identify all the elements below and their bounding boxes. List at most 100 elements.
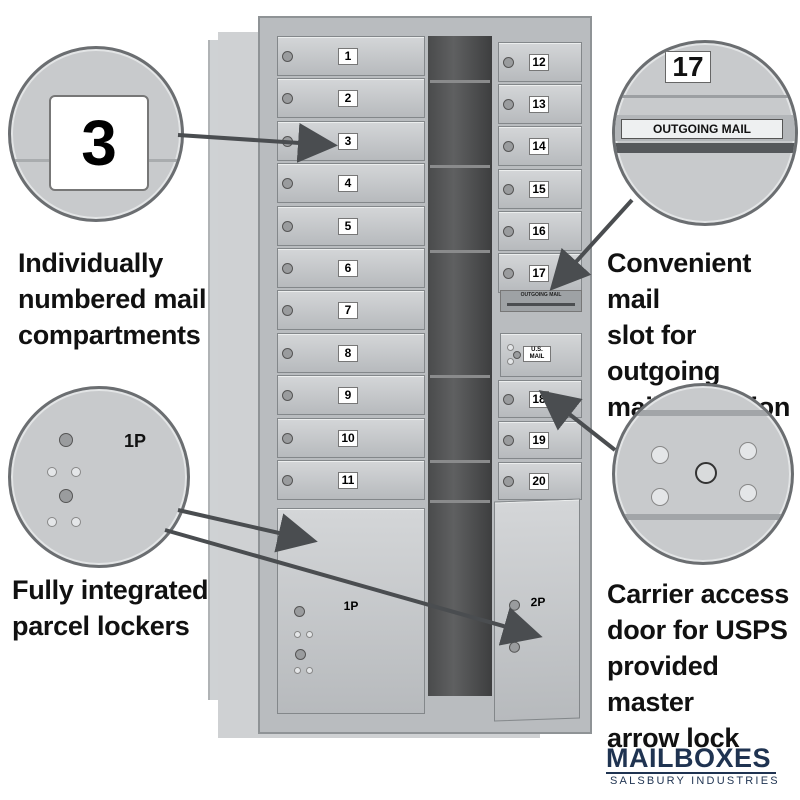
- arrow-to-parcel-2p: [164, 528, 543, 646]
- label-numbered-compartments: Individually numbered mail compartments: [18, 248, 207, 350]
- lock-icon: [282, 475, 293, 486]
- mail-compartment-door[interactable]: 6: [277, 248, 425, 288]
- outgoing-mail-label: OUTGOING MAIL: [621, 119, 783, 139]
- arrow-lock-icon: [695, 462, 717, 484]
- interior-shelf: [430, 460, 490, 463]
- arrow-to-parcel-1p: [177, 508, 318, 553]
- mail-compartment-door[interactable]: 16: [498, 210, 582, 251]
- lock-icon: [503, 225, 514, 237]
- lock-icon: [503, 435, 514, 446]
- lock-icon: [282, 93, 293, 105]
- mail-compartment-door[interactable]: 14: [498, 126, 582, 167]
- compartment-number: 2: [338, 90, 358, 108]
- lock-icon: [282, 305, 293, 317]
- lock-icon: [503, 183, 514, 195]
- rivet-icon: [47, 467, 57, 477]
- lock-icon: [503, 394, 514, 405]
- compartment-number: 9: [338, 387, 358, 405]
- lock-icon: [503, 476, 514, 487]
- lock-icon: [503, 268, 514, 279]
- mail-compartment-door[interactable]: 8: [277, 332, 425, 373]
- rivet-icon: [651, 488, 669, 506]
- callout-numbered-compartment: 3: [8, 46, 184, 222]
- parcel-tag-1p: 1P: [343, 599, 359, 613]
- rivet-icon: [294, 667, 301, 674]
- mail-compartment-door[interactable]: 5: [277, 205, 425, 246]
- lock-icon: [503, 99, 514, 111]
- mail-compartment-door[interactable]: 11: [277, 460, 425, 500]
- carrier-access-door[interactable]: U.S. MAIL: [500, 333, 582, 377]
- compartment-number-3-plate: 3: [49, 95, 149, 191]
- mail-compartment-door[interactable]: 20: [498, 462, 582, 500]
- master-lock-icon: [513, 351, 521, 359]
- rivet-icon: [71, 467, 81, 477]
- rivet-icon: [47, 517, 57, 527]
- rivet-icon: [306, 667, 313, 674]
- cabinet-interior: [428, 36, 492, 696]
- mail-compartment-door[interactable]: 12: [498, 42, 582, 82]
- usps-tag: U.S. MAIL: [523, 346, 551, 362]
- interior-shelf: [430, 500, 490, 503]
- rivet-icon: [651, 446, 669, 464]
- rivet-icon: [71, 517, 81, 527]
- mail-compartment-door[interactable]: 15: [498, 168, 582, 209]
- rivet-icon: [507, 344, 514, 351]
- compartment-number: 6: [338, 260, 358, 277]
- compartment-number: 15: [529, 180, 549, 198]
- rivet-icon: [739, 442, 757, 460]
- lock-icon: [282, 390, 293, 402]
- mail-compartment-door[interactable]: 9: [277, 375, 425, 416]
- lock-icon: [282, 51, 293, 62]
- outgoing-mail-slot[interactable]: OUTGOING MAIL: [500, 290, 582, 312]
- compartment-number: 3: [338, 132, 358, 150]
- compartment-number: 7: [338, 302, 358, 320]
- compartment-number: 1: [338, 48, 358, 65]
- mail-compartment-door[interactable]: 13: [498, 84, 582, 125]
- arrow-to-compartment-3: [177, 122, 338, 163]
- arrow-to-carrier-door: [538, 390, 617, 452]
- compartment-number: 14: [529, 138, 549, 156]
- callout-outgoing-mail: 17 OUTGOING MAIL: [612, 40, 798, 226]
- lock-icon: [294, 606, 305, 617]
- compartment-number: 16: [529, 222, 549, 240]
- lock-icon: [503, 57, 514, 68]
- callout-carrier-lock: [612, 383, 794, 565]
- lock-icon: [295, 649, 306, 660]
- brand-tagline: SALSBURY INDUSTRIES: [610, 775, 780, 787]
- parcel-tag-1p-zoom: 1P: [124, 431, 147, 451]
- mail-compartment-door[interactable]: 10: [277, 417, 425, 458]
- interior-shelf: [430, 165, 490, 168]
- rivet-icon: [294, 631, 301, 638]
- interior-shelf: [430, 80, 490, 83]
- compartment-number: 20: [529, 473, 549, 490]
- compartment-number: 10: [338, 429, 358, 447]
- lock-icon: [282, 347, 293, 359]
- lock-icon: [282, 432, 293, 444]
- interior-shelf: [430, 375, 490, 378]
- interior-shelf: [430, 250, 490, 253]
- logo-rule: [606, 772, 776, 774]
- compartment-number: 19: [529, 432, 549, 449]
- lock-icon: [282, 263, 293, 274]
- mail-compartment-door[interactable]: 7: [277, 290, 425, 331]
- mail-compartment-door[interactable]: 4: [277, 163, 425, 204]
- lock-icon: [59, 433, 73, 447]
- rivet-icon: [306, 631, 313, 638]
- lock-icon: [503, 141, 514, 153]
- callout-parcel-locker: 1P: [8, 386, 190, 568]
- compartment-number-17-plate: 17: [665, 51, 711, 83]
- arrow-to-outgoing-slot: [549, 198, 634, 291]
- mail-compartment-door[interactable]: 2: [277, 78, 425, 119]
- label-carrier-access-door: Carrier access door for USPS provided ma…: [607, 579, 789, 753]
- lock-icon: [59, 489, 73, 503]
- compartment-number: 13: [529, 96, 549, 114]
- compartment-number: 12: [529, 54, 549, 71]
- brand-logo: MAILBOXES: [606, 743, 772, 773]
- compartment-number: 4: [338, 175, 358, 193]
- compartment-number: 17: [529, 265, 549, 282]
- mail-compartment-door[interactable]: 1: [277, 36, 425, 76]
- compartment-number: 11: [338, 472, 358, 489]
- label-parcel-lockers: Fully integrated parcel lockers: [12, 575, 209, 641]
- compartment-number: 8: [338, 344, 358, 362]
